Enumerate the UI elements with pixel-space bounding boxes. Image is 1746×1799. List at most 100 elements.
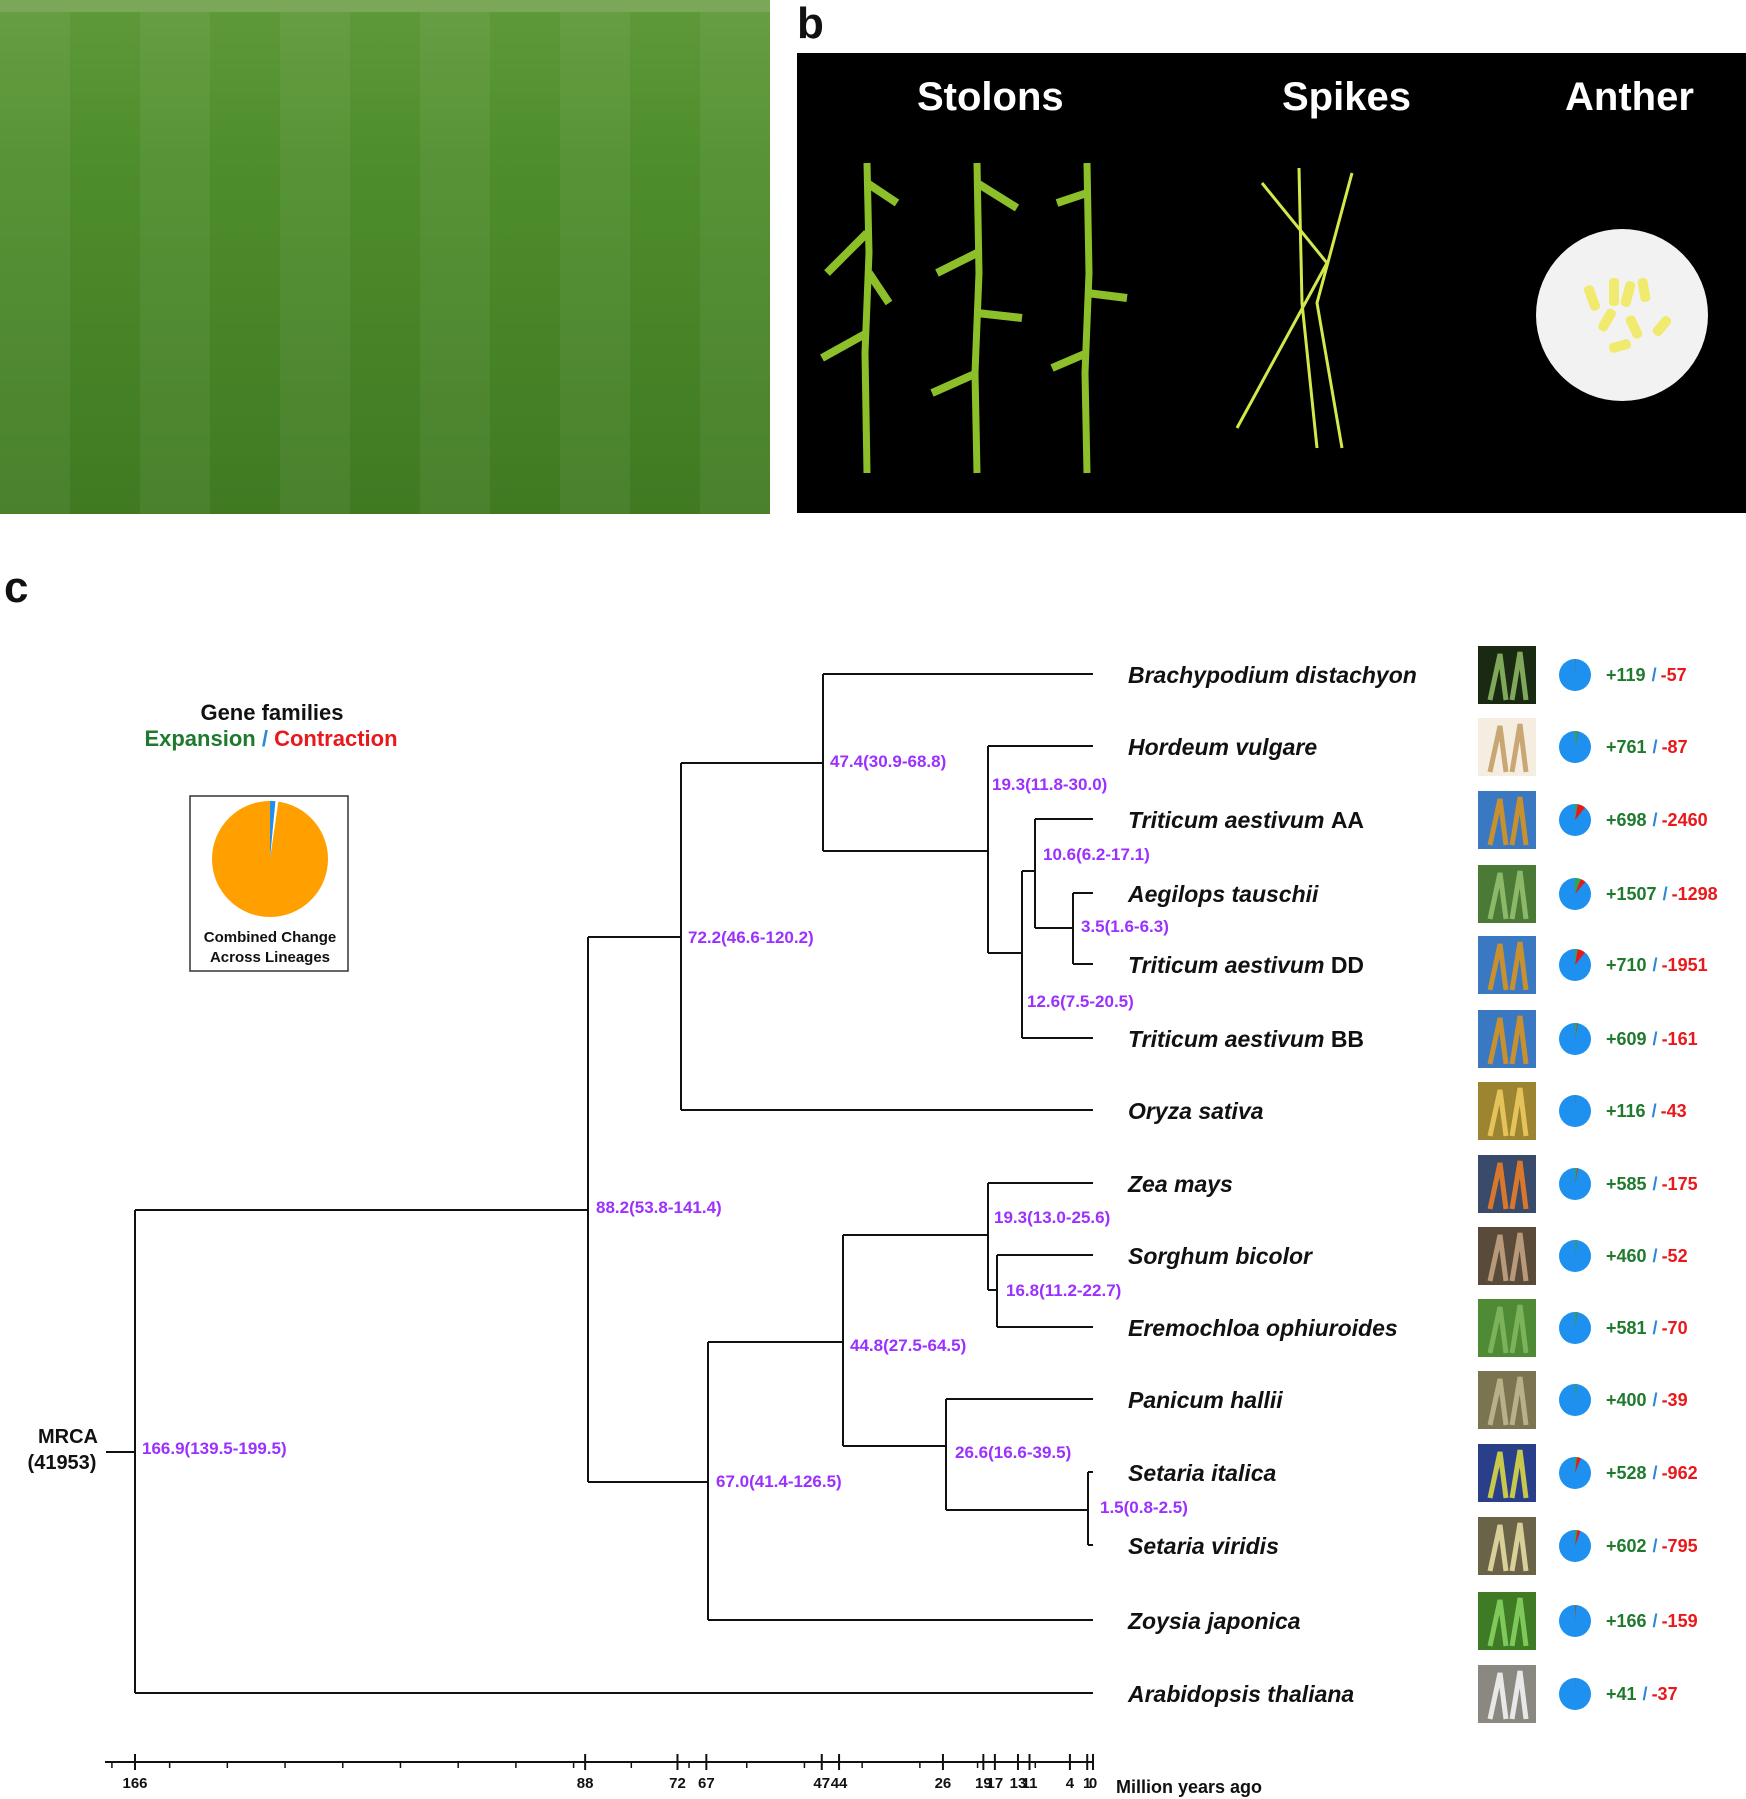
node-label-10: 10.6(6.2-17.1)	[1043, 845, 1150, 864]
species-thumbnail-detail	[1487, 1670, 1529, 1720]
contraction-count: -1951	[1662, 955, 1708, 975]
legend-title: Gene families	[200, 700, 343, 725]
expansion-count: +528	[1606, 1463, 1647, 1483]
node-label-12: 12.6(7.5-20.5)	[1027, 992, 1134, 1011]
species-row: Eremochloa ophiuroides +581/-70	[1128, 1299, 1688, 1357]
node-label-16: 16.8(11.2-22.7)	[1006, 1281, 1121, 1300]
species-change-counts: +116/-43	[1606, 1101, 1687, 1121]
organs-photo-panel: Stolons Spikes Anther	[797, 53, 1746, 513]
contraction-count: -87	[1662, 737, 1688, 757]
contraction-count: -2460	[1662, 810, 1708, 830]
species-pie-expansion-slice	[1575, 949, 1578, 965]
species-pie-contraction-slice	[1575, 1240, 1578, 1256]
species-name-text: Panicum hallii	[1128, 1387, 1283, 1413]
count-separator: /	[1653, 1536, 1658, 1556]
species-thumbnail-detail	[1487, 1015, 1529, 1065]
axis-tick-label: 0	[1089, 1775, 1097, 1792]
species-change-counts: +581/-70	[1606, 1318, 1688, 1338]
phylogenetic-tree: Gene families Expansion / Contraction Co…	[28, 646, 1718, 1797]
species-pie-contraction-slice	[1575, 879, 1586, 894]
species-name-text: Triticum aestivum	[1128, 1026, 1324, 1052]
species-thumbnail-detail	[1487, 1449, 1529, 1499]
species-pie-contraction-slice	[1575, 1095, 1576, 1111]
species-change-counts: +602/-795	[1606, 1536, 1698, 1556]
species-name-text: Aegilops tauschii	[1127, 881, 1319, 907]
legend-expansion: Expansion	[144, 726, 255, 751]
legend-slash: /	[262, 726, 268, 751]
axis-tick-label: 26	[935, 1775, 952, 1792]
species-change-counts: +761/-87	[1606, 737, 1688, 757]
species-name-text: Oryza sativa	[1128, 1098, 1264, 1124]
species-pie-contraction-slice	[1575, 804, 1586, 820]
node-label-47: 47.4(30.9-68.8)	[830, 752, 946, 771]
contraction-count: -57	[1661, 665, 1687, 685]
axis-tick-label: 11	[1022, 1775, 1038, 1792]
species-change-counts: +41/-37	[1606, 1684, 1678, 1704]
species-row: Panicum hallii+400/-39	[1128, 1371, 1688, 1429]
expansion-count: +710	[1606, 955, 1647, 975]
species-row: Triticum aestivum BB+609/-161	[1128, 1010, 1698, 1068]
expansion-count: +585	[1606, 1174, 1647, 1194]
expansion-count: +166	[1606, 1611, 1647, 1631]
expansion-count: +1507	[1606, 884, 1657, 904]
species-row: Setaria italica+528/-962	[1128, 1444, 1698, 1502]
contraction-count: -962	[1662, 1463, 1698, 1483]
legend-subtitle: Expansion / Contraction	[144, 726, 397, 751]
root-count: (41953)	[28, 1452, 97, 1474]
axis-tick-label: 67	[698, 1775, 715, 1792]
expansion-count: +609	[1606, 1029, 1647, 1049]
species-name-text: Arabidopsis thaliana	[1127, 1681, 1354, 1707]
species-row: Arabidopsis thaliana +41/-37	[1127, 1665, 1678, 1723]
axis-tick-label: 4	[1066, 1775, 1075, 1792]
legend-pie-caption-1: Combined Change	[204, 929, 337, 946]
species-pie-expansion-slice	[1575, 1240, 1577, 1256]
contraction-count: -1298	[1672, 884, 1718, 904]
axis-tick-label: 47	[813, 1775, 830, 1792]
stolon-illustration	[820, 162, 1128, 474]
count-separator: /	[1653, 737, 1658, 757]
species-pie-expansion-slice	[1575, 878, 1581, 894]
species-pie-expansion-slice	[1575, 1457, 1578, 1473]
node-label-44: 44.8(27.5-64.5)	[850, 1336, 966, 1355]
species-name: Zea mays	[1127, 1171, 1233, 1197]
legend-pie-expansion-slice	[270, 801, 276, 859]
expansion-count: +116	[1606, 1101, 1646, 1121]
species-name: Triticum aestivum DD	[1128, 952, 1364, 978]
count-separator: /	[1653, 1463, 1658, 1483]
node-label-1: 1.5(0.8-2.5)	[1100, 1498, 1188, 1517]
species-row: Zoysia japonica +166 /-159	[1127, 1592, 1698, 1650]
species-name-text: Setaria viridis	[1128, 1533, 1279, 1559]
species-thumbnail-detail	[1487, 1597, 1529, 1647]
species-pie-expansion-slice	[1575, 804, 1578, 820]
expansion-count: +119	[1606, 665, 1646, 685]
count-separator: /	[1653, 1611, 1658, 1631]
species-change-counts: +698/-2460	[1606, 810, 1708, 830]
species-name: Zoysia japonica	[1127, 1608, 1301, 1634]
expansion-count: +581	[1606, 1318, 1647, 1338]
count-separator: /	[1653, 955, 1658, 975]
species-change-counts: +460/-52	[1606, 1246, 1688, 1266]
species-thumbnail-detail	[1487, 870, 1529, 920]
label-anther: Anther	[1565, 75, 1694, 119]
species-pie-expansion-slice	[1575, 731, 1579, 747]
species-name: Brachypodium distachyon	[1128, 662, 1417, 688]
count-separator: /	[1663, 884, 1668, 904]
contraction-count: -37	[1652, 1684, 1678, 1704]
axis-tick-label: 88	[577, 1775, 594, 1792]
count-separator: /	[1643, 1684, 1648, 1704]
contraction-count: -159	[1662, 1611, 1698, 1631]
count-separator: /	[1652, 1101, 1657, 1121]
species-pie-expansion-slice	[1575, 1312, 1578, 1328]
node-label-72: 72.2(46.6-120.2)	[688, 928, 814, 947]
species-name-text: Eremochloa ophiuroides	[1128, 1315, 1398, 1341]
species-pie-contraction-slice	[1575, 1312, 1578, 1328]
axis-tick-label: 19	[975, 1775, 992, 1792]
species-pie-contraction-slice	[1575, 949, 1585, 965]
species-thumbnail-detail	[1487, 796, 1529, 846]
label-stolons: Stolons	[917, 75, 1064, 119]
species-pie-contraction-slice	[1575, 1457, 1581, 1473]
species-name: Triticum aestivum AA	[1128, 807, 1364, 833]
count-separator: /	[1653, 1029, 1658, 1049]
